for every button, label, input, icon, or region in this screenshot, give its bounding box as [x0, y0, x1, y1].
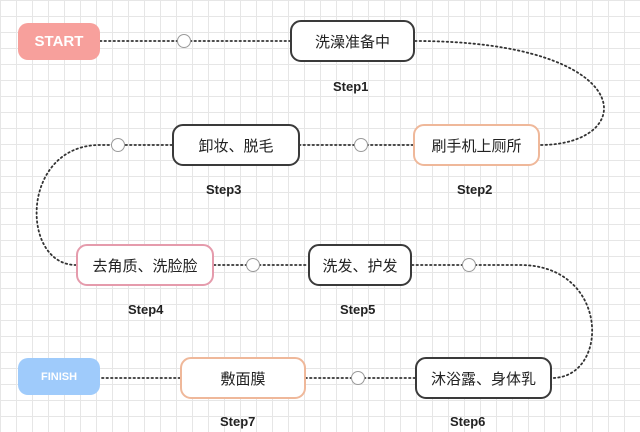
step4-text: 去角质、洗脸脸 — [92, 256, 198, 275]
start-badge: START — [18, 23, 100, 60]
finish-badge: FINISH — [18, 358, 100, 395]
step4-label: Step4 — [128, 302, 164, 317]
connector-point — [246, 258, 260, 272]
step7-label: Step7 — [220, 414, 256, 429]
step3-text: 卸妆、脱毛 — [198, 136, 274, 155]
step6-text: 沐浴露、身体乳 — [430, 369, 536, 388]
step1-label: Step1 — [333, 79, 369, 94]
step3-box: 卸妆、脱毛 — [172, 124, 300, 166]
step4-box: 去角质、洗脸脸 — [76, 244, 214, 286]
step1-box: 洗澡准备中 — [290, 20, 415, 62]
step7-box: 敷面膜 — [180, 357, 306, 399]
step2-label: Step2 — [457, 182, 493, 197]
connector-point — [177, 34, 191, 48]
step3-label: Step3 — [206, 182, 242, 197]
connector-point — [351, 371, 365, 385]
connector-point — [354, 138, 368, 152]
connector-point — [111, 138, 125, 152]
step5-label: Step5 — [340, 302, 376, 317]
step1-text: 洗澡准备中 — [314, 32, 390, 51]
step2-box: 刷手机上厕所 — [413, 124, 540, 166]
step6-box: 沐浴露、身体乳 — [415, 357, 552, 399]
connector-point — [462, 258, 476, 272]
step7-text: 敷面膜 — [220, 369, 266, 388]
step5-box: 洗发、护发 — [308, 244, 412, 286]
step5-text: 洗发、护发 — [322, 256, 398, 275]
step2-text: 刷手机上厕所 — [431, 136, 522, 155]
step6-label: Step6 — [450, 414, 486, 429]
